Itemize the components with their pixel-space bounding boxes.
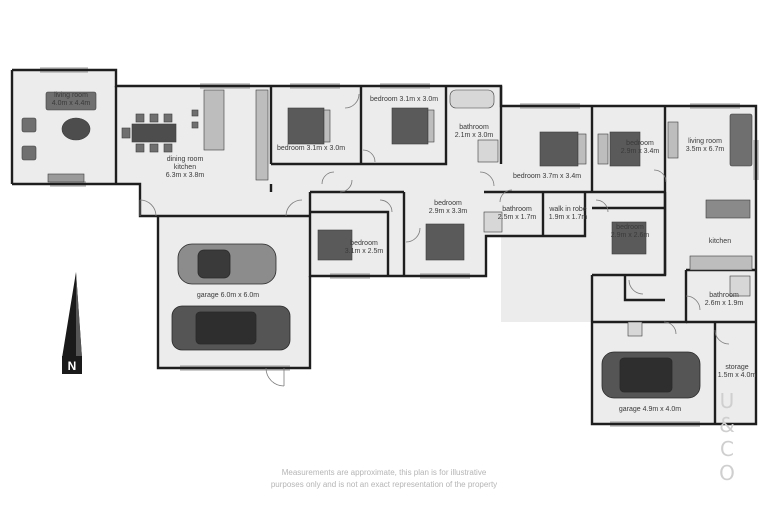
bed-icon [425,223,465,261]
kitchen-island-icon [705,199,751,219]
disclaimer-line-2: purposes only and is not an exact repres… [270,480,498,489]
bed-icon [539,131,579,167]
bed-icon [391,107,429,145]
room-label-bedroom-6: bedroom 2.9m x 3.3m [428,200,468,215]
furniture [21,89,753,337]
sofa-icon [729,113,753,167]
brand-letter: & [719,413,735,437]
room-label-bedroom-2: bedroom 3.1m x 3.0m [369,96,439,103]
room-label-bedroom-1: bedroom 3.1m x 3.0m [276,145,346,152]
room-label-dining-kitchen: dining room kitchen 6.3m x 3.8m [165,156,205,179]
doors [139,93,730,387]
room-label-storage: storage 1.5m x 4.0m [717,364,757,379]
room-label-living-room-1: living room 4.0m x 4.4m [51,92,91,107]
bed-icon [287,107,325,145]
armchair-icon [21,145,37,161]
brand-letter: O [719,461,735,484]
room-label-bathroom-1: bathroom 2.1m x 3.0m [454,124,494,139]
disclaimer: Measurements are approximate, this plan … [200,467,568,491]
room-label-kitchen-2: kitchen [708,238,732,245]
room-label-bedroom-3: bedroom 3.7m x 3.4m [512,173,582,180]
room-label-garage-1: garage 6.0m x 6.0m [196,292,260,299]
sofa-icon [45,91,97,111]
brand-letter: U [720,389,735,413]
kitchen-bench-icon [203,89,225,151]
room-label-bedroom-5: bedroom 3.1m x 2.5m [344,240,384,255]
brand-letter: C [720,437,734,461]
north-label: N [68,359,77,373]
disclaimer-line-1: Measurements are approximate, this plan … [281,468,487,477]
room-label-living-room-2: living room 3.5m x 6.7m [685,138,725,153]
brand-logo: U & C O [719,389,735,484]
room-label-walk-in-robe: walk in robe 1.9m x 1.7m [548,206,588,221]
north-arrow-icon: N [62,272,82,374]
bed-icon [609,131,641,167]
room-label-bathroom-3: bathroom 2.6m x 1.9m [704,292,744,307]
bathtub-icon [449,89,495,109]
armchair-icon [21,117,37,133]
room-label-bathroom-2: bathroom 2.5m x 1.7m [497,206,537,221]
dining-table-icon [131,123,177,143]
windows [40,67,759,427]
room-label-bedroom-7: bedroom 2.9m x 2.6m [610,224,650,239]
bed-icon [317,229,353,261]
room-label-garage-2: garage 4.9m x 4.0m [618,406,682,413]
room-label-bedroom-4: bedroom 2.9m x 3.4m [620,140,660,155]
bed-icon [611,221,647,255]
coffee-table-icon [61,117,91,141]
cars [171,243,701,399]
